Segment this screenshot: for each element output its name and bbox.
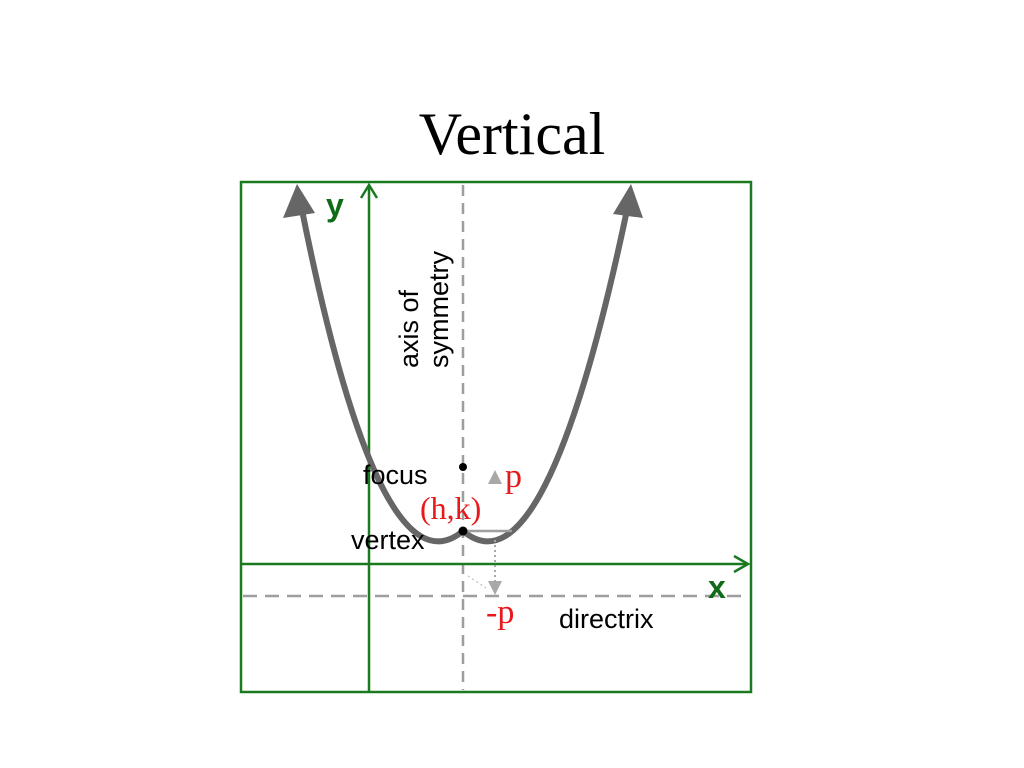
p-label: p <box>505 458 522 495</box>
vertex-label: vertex <box>351 525 425 555</box>
x-axis-arrowhead <box>733 554 751 574</box>
vertex-point <box>458 526 468 536</box>
neg-p-dotted-diagonal <box>467 575 487 589</box>
focus-label: focus <box>363 460 428 490</box>
y-axis-label: y <box>326 187 344 223</box>
y-axis-arrowhead <box>359 182 379 199</box>
neg-p-label: -p <box>486 594 514 631</box>
axis-of-symmetry-label-line1: axis of <box>394 289 424 368</box>
axis-of-symmetry-label-line2: symmetry <box>424 251 454 368</box>
parabola-right-arrow-icon <box>613 184 643 218</box>
slide-title: Vertical <box>418 101 606 167</box>
axis-of-symmetry-label-group: axis of symmetry <box>394 251 454 368</box>
directrix-label: directrix <box>559 604 654 634</box>
p-marker-icon <box>488 470 502 484</box>
parabola-left-arrow-icon <box>283 184 315 218</box>
neg-p-marker-icon <box>488 581 502 595</box>
vertex-coords-label: (h,k) <box>420 490 481 526</box>
diagram-frame <box>239 180 753 694</box>
x-axis-label: x <box>708 569 726 605</box>
focus-point <box>459 463 467 471</box>
